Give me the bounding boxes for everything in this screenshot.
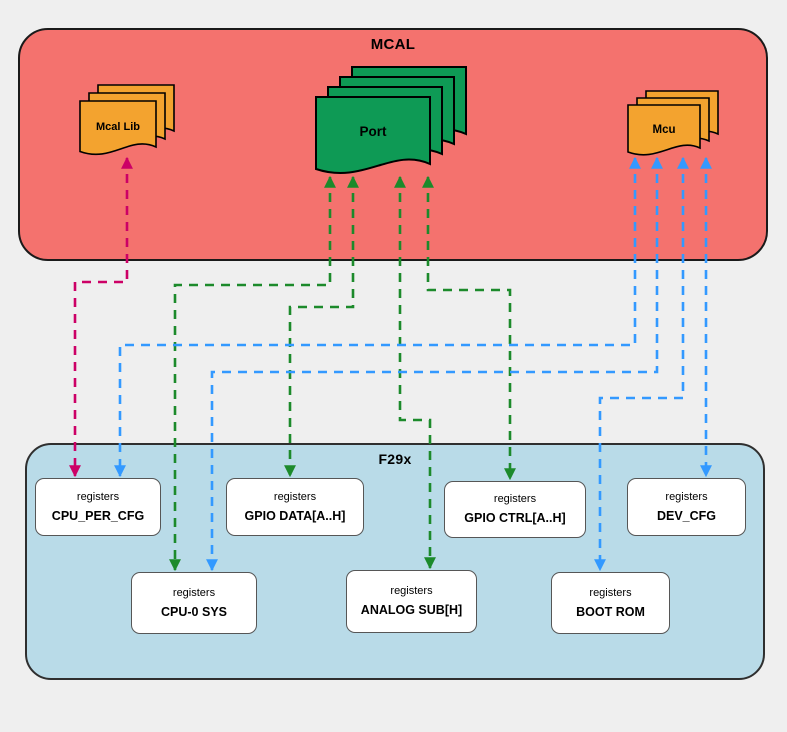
document-page [79,100,157,156]
mcal-lib-label: Mcal Lib [96,121,140,133]
register-name: DEV_CFG [656,508,717,523]
register-caption: registers [76,490,120,503]
register-name: GPIO CTRL[A..H] [464,511,566,526]
register-box-cpu0-sys: registers CPU-0 SYS [131,572,257,634]
register-name: ANALOG SUB[H] [360,603,463,618]
port-module: Port [315,66,467,175]
register-box-gpio-ctrl: registers GPIO CTRL[A..H] [444,481,586,538]
f29x-title: F29x [378,451,412,467]
register-caption: registers [493,493,537,506]
register-name: CPU-0 SYS [161,604,227,619]
register-caption: registers [589,586,632,599]
register-caption: registers [172,586,216,599]
register-caption: registers [273,490,317,503]
register-box-dev-cfg: registers DEV_CFG [627,478,746,536]
register-name: CPU_PER_CFG [51,508,145,523]
register-caption: registers [390,585,433,598]
register-box-boot-rom: registers BOOT ROM [551,572,670,634]
register-name: GPIO DATA[A..H] [244,508,346,523]
port-label: Port [360,124,388,139]
document-page [315,96,431,175]
register-box-gpio-data: registers GPIO DATA[A..H] [226,478,364,536]
register-caption: registers [665,490,708,503]
mcu-label: Mcu [653,124,676,136]
register-box-analog-sub: registers ANALOG SUB[H] [346,570,477,633]
register-name: BOOT ROM [576,604,645,619]
document-page [627,104,701,156]
mcal-title: MCAL [370,36,416,53]
register-box-cpu-per-cfg: registers CPU_PER_CFG [35,478,161,536]
mcu-module: Mcu [627,90,719,156]
mcal-lib-module: Mcal Lib [79,84,175,156]
